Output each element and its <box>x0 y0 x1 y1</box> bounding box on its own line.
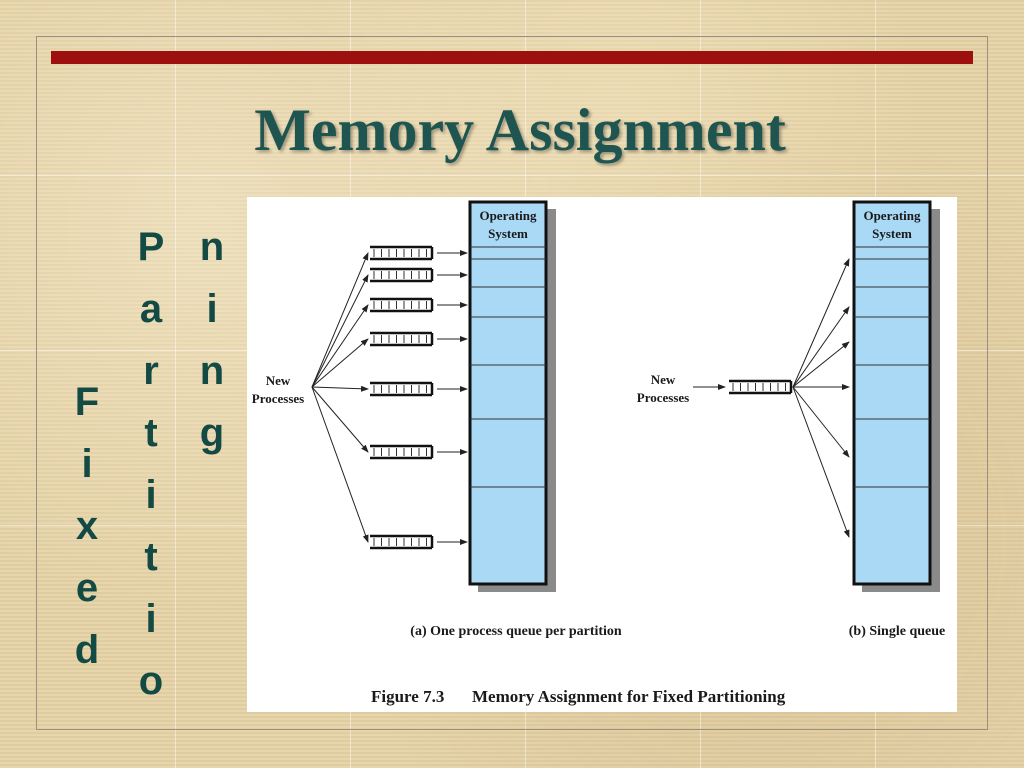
vertical-letter: n <box>199 349 225 393</box>
figure-title: Memory Assignment for Fixed Partitioning <box>472 687 786 706</box>
figure-panel: Operating System Operating System New Pr… <box>247 197 957 712</box>
diagram-a <box>311 200 556 592</box>
os-label-a-line2: System <box>488 226 528 241</box>
vertical-letter: i <box>81 442 93 486</box>
vertical-letter: n <box>199 225 225 269</box>
os-label-b-line1: Operating <box>863 208 921 223</box>
new-processes-a-line1: New <box>266 373 291 388</box>
arrow-to-queue <box>311 304 369 388</box>
accent-bar <box>51 51 973 64</box>
texture-line <box>0 175 1024 176</box>
vertical-letter: i <box>145 473 157 517</box>
vertical-letter: t <box>144 535 158 579</box>
vertical-letter: d <box>74 628 100 672</box>
vertical-letter: x <box>75 504 99 548</box>
new-processes-a-line2: Processes <box>252 391 304 406</box>
vertical-letter: F <box>74 380 100 424</box>
memory-block-a <box>468 200 548 586</box>
vertical-letter: g <box>199 411 225 455</box>
arrow-to-partition <box>792 341 850 388</box>
arrow-to-queue <box>311 385 369 392</box>
caption-b: (b) Single queue <box>849 624 945 639</box>
arrow-to-partition <box>792 386 850 538</box>
vertical-letter: a <box>139 287 163 331</box>
new-processes-b-line2: Processes <box>637 390 689 405</box>
memory-block-b <box>852 200 932 586</box>
arrow-to-queue <box>311 252 369 388</box>
vertical-letter: P <box>137 225 165 269</box>
arrow-to-queue <box>311 386 369 453</box>
diagram-b <box>693 200 940 592</box>
vertical-letter: i <box>206 287 218 331</box>
os-label-b-line2: System <box>872 226 912 241</box>
caption-a: (a) One process queue per partition <box>410 624 622 639</box>
vertical-letter: r <box>143 349 159 393</box>
vertical-letter: o <box>138 659 164 703</box>
figure-number: Figure 7.3 <box>371 687 444 706</box>
arrow-to-queue <box>311 386 369 543</box>
slide-title: Memory Assignment <box>254 97 786 163</box>
new-processes-b-line1: New <box>651 372 676 387</box>
slide-frame <box>36 36 988 730</box>
vertical-letter: i <box>145 597 157 641</box>
arrow-to-queue <box>311 338 369 388</box>
os-label-a-line1: Operating <box>479 208 537 223</box>
vertical-letter: t <box>144 411 158 455</box>
arrow-to-partition <box>792 306 850 388</box>
arrow-to-partition <box>792 258 850 388</box>
arrow-to-partition <box>792 386 850 458</box>
figure-diagram: Operating System Operating System New Pr… <box>252 200 945 706</box>
vertical-letter: e <box>75 566 99 610</box>
arrow-to-queue <box>311 274 369 388</box>
texture-line <box>175 0 176 768</box>
